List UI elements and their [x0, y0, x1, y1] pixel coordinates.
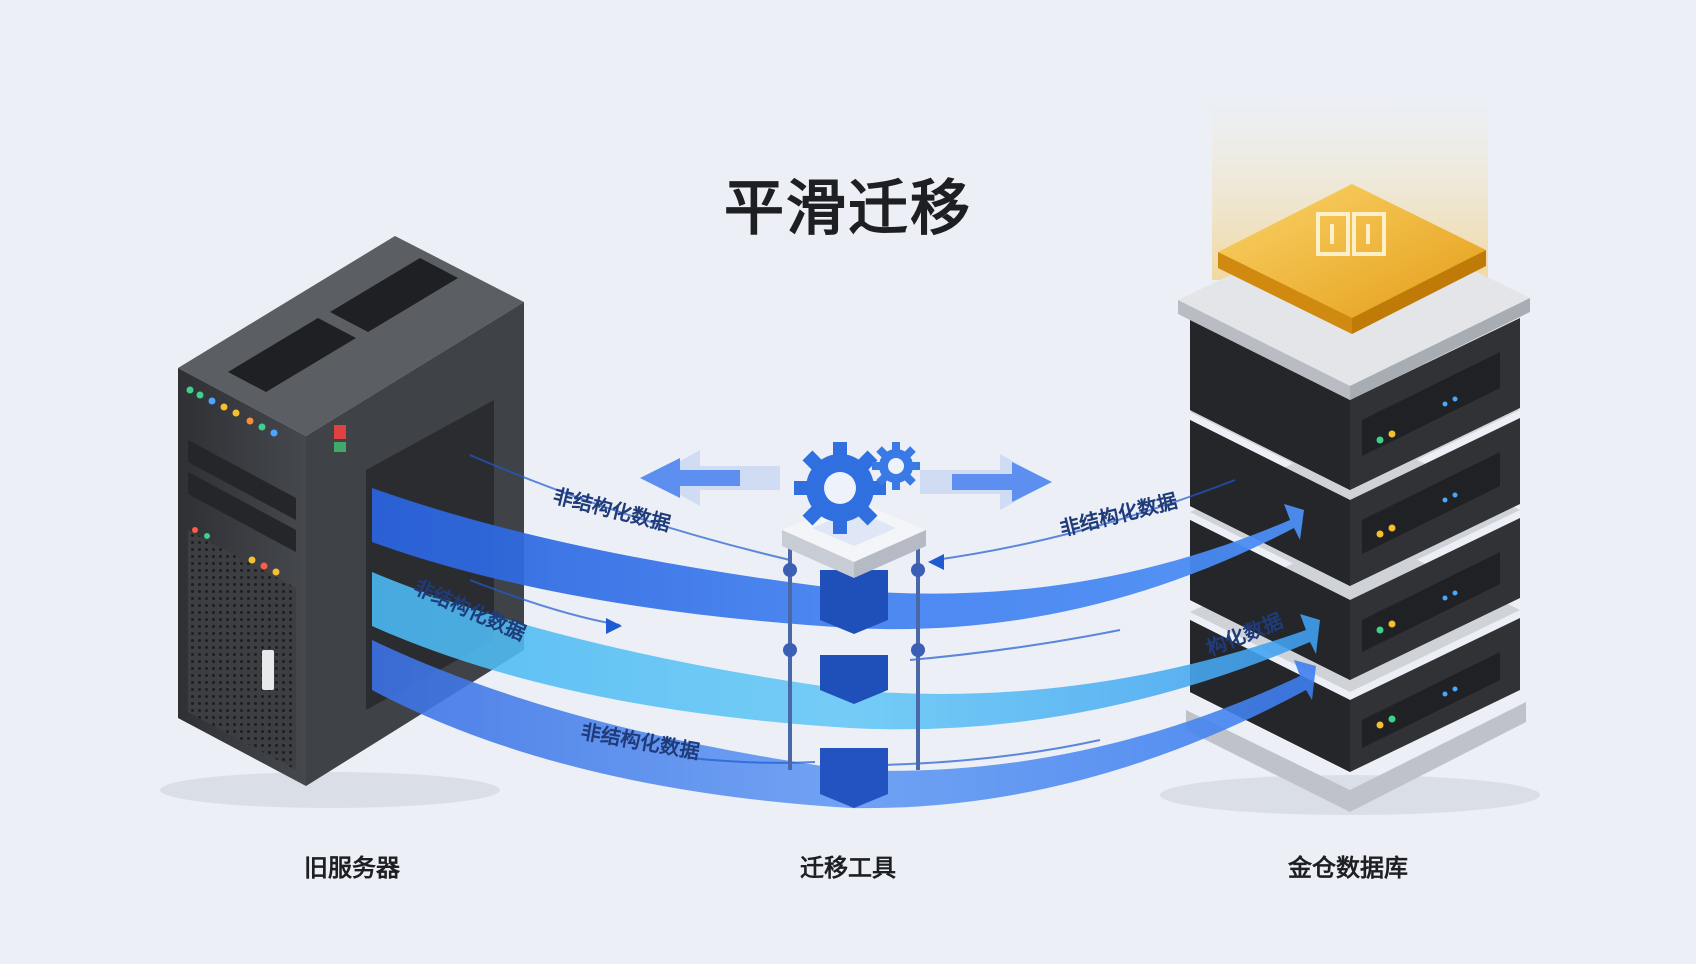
data-stream-top [372, 488, 1304, 630]
page-title: 平滑迁移 [724, 174, 972, 244]
arrow-left-icon [640, 458, 740, 498]
old-server-label: 旧服务器 [304, 854, 400, 882]
target-database-label: 金仓数据库 [1288, 854, 1408, 882]
data-stream-bottom [372, 640, 1316, 809]
database-stack-icon [1160, 100, 1540, 815]
flow-label: 非结构化数据 [551, 484, 673, 536]
flow-label: 非结构化数据 [1057, 489, 1179, 541]
arrow-right-icon [952, 462, 1052, 502]
data-stream-middle [372, 572, 1320, 730]
migration-tool-label: 迁移工具 [800, 854, 896, 882]
migration-tool-icon [782, 442, 926, 808]
